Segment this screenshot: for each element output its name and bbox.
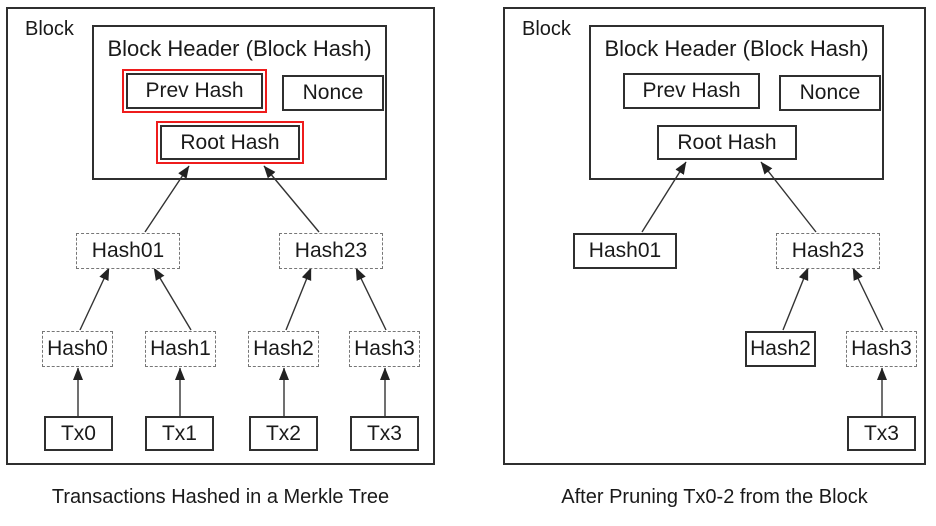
panel-merkle-tree: Block Block Header (Block Hash) Prev Has… bbox=[6, 7, 435, 465]
block-header-box: Block Header (Block Hash) Prev Hash Nonc… bbox=[92, 25, 387, 180]
root-hash-box: Root Hash bbox=[160, 125, 300, 160]
node-tx0: Tx0 bbox=[44, 416, 113, 451]
prev-hash-box: Prev Hash bbox=[623, 73, 760, 109]
caption-pruned-block: After Pruning Tx0-2 from the Block bbox=[561, 486, 868, 508]
node-tx3: Tx3 bbox=[350, 416, 419, 451]
node-hash3: Hash3 bbox=[349, 331, 420, 367]
nonce-box: Nonce bbox=[779, 75, 881, 111]
block-label: Block bbox=[25, 18, 74, 40]
prev-hash-highlight: Prev Hash bbox=[122, 69, 267, 113]
node-hash0: Hash0 bbox=[42, 331, 113, 367]
arrow-hash2-hash23 bbox=[285, 267, 312, 331]
block-header-title: Block Header (Block Hash) bbox=[604, 36, 869, 61]
arrow-hash3-hash23 bbox=[355, 267, 387, 331]
node-hash01: Hash01 bbox=[76, 233, 180, 269]
node-hash1: Hash1 bbox=[145, 331, 216, 367]
node-tx1: Tx1 bbox=[145, 416, 214, 451]
panel-pruned-block: Block Block Header (Block Hash) Prev Has… bbox=[503, 7, 926, 465]
root-hash-highlight: Root Hash bbox=[156, 121, 304, 164]
block-header-box: Block Header (Block Hash) Prev Hash Nonc… bbox=[589, 25, 884, 180]
node-hash3: Hash3 bbox=[846, 331, 917, 367]
prev-hash-box: Prev Hash bbox=[126, 73, 263, 109]
node-hash23: Hash23 bbox=[776, 233, 880, 269]
block-header-title: Block Header (Block Hash) bbox=[107, 36, 372, 61]
arrow-hash3-hash23 bbox=[852, 267, 884, 331]
node-hash01: Hash01 bbox=[573, 233, 677, 269]
nonce-box: Nonce bbox=[282, 75, 384, 111]
block-label: Block bbox=[522, 18, 571, 40]
arrow-hash0-hash01 bbox=[79, 267, 110, 331]
node-tx2: Tx2 bbox=[249, 416, 318, 451]
node-hash2: Hash2 bbox=[745, 331, 816, 367]
arrow-hash2-hash23 bbox=[782, 267, 809, 331]
arrow-hash1-hash01 bbox=[153, 267, 192, 331]
node-hash2: Hash2 bbox=[248, 331, 319, 367]
root-hash-box: Root Hash bbox=[657, 125, 797, 160]
node-tx3: Tx3 bbox=[847, 416, 916, 451]
caption-merkle-tree: Transactions Hashed in a Merkle Tree bbox=[51, 486, 390, 508]
node-hash23: Hash23 bbox=[279, 233, 383, 269]
